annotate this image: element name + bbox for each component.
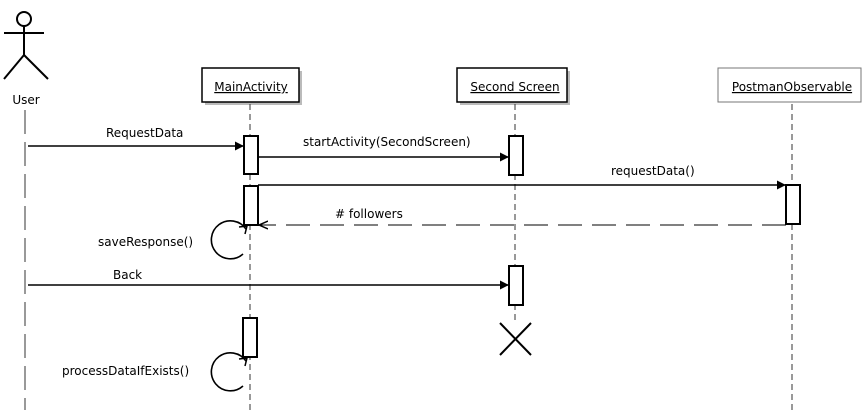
postman-activation	[785, 184, 801, 225]
second-activation-1	[508, 135, 524, 176]
main-activity-label: MainActivity	[214, 80, 288, 94]
followers-return-label: # followers	[335, 207, 403, 221]
process-data-arrowhead	[238, 357, 248, 367]
actor-right-leg	[23, 54, 49, 80]
main-activation-3	[242, 317, 258, 358]
back-label: Back	[113, 268, 142, 282]
postman-observable-participant: PostmanObservable	[717, 67, 862, 103]
process-data-label: processDataIfExists()	[62, 364, 189, 378]
save-response-loop	[210, 220, 247, 260]
start-activity-label: startActivity(SecondScreen)	[303, 135, 471, 149]
second-screen-label: Second Screen	[470, 80, 559, 94]
save-response-arrowhead	[238, 225, 248, 235]
second-screen-box	[456, 67, 568, 103]
postman-observable-box	[717, 67, 862, 103]
second-activation-2	[508, 265, 524, 306]
actor-head	[16, 11, 32, 27]
main-activation-1	[243, 135, 259, 175]
actor-label: User	[12, 93, 39, 107]
postman-observable-label: PostmanObservable	[732, 80, 852, 94]
save-response-label: saveResponse()	[98, 235, 193, 249]
main-activity-box	[201, 67, 300, 103]
main-activation-2	[243, 185, 259, 226]
second-screen-destroy-icon	[499, 322, 532, 356]
process-data-loop	[210, 352, 247, 392]
request-data-label: RequestData	[106, 126, 183, 140]
user-actor: User	[3, 11, 49, 107]
second-screen-participant: Second Screen	[456, 67, 570, 105]
main-activity-participant: MainActivity	[201, 67, 302, 105]
actor-left-leg	[3, 54, 25, 80]
request-data-call-label: requestData()	[611, 164, 695, 178]
